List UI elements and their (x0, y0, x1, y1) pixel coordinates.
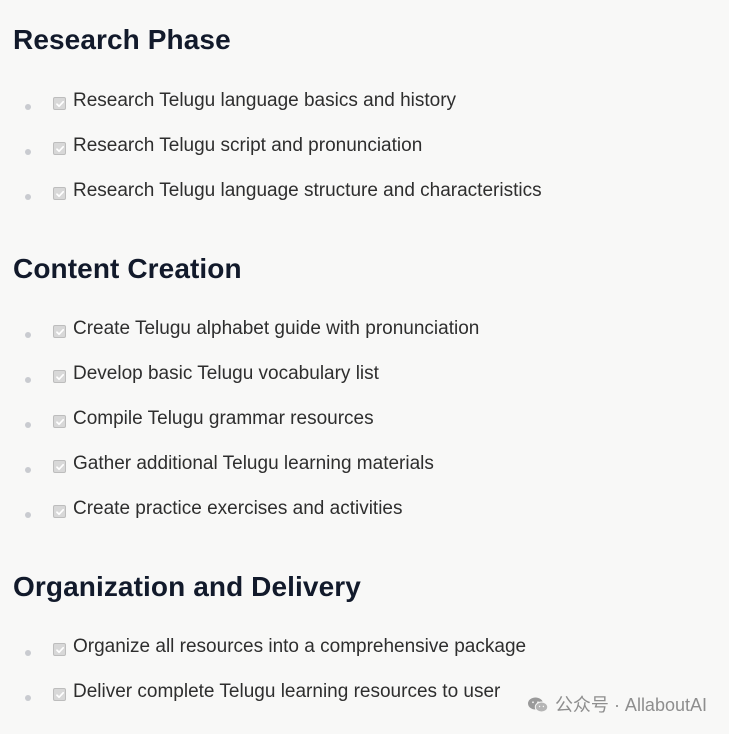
task-label: Develop basic Telugu vocabulary list (73, 363, 379, 384)
task-label: Gather additional Telugu learning materi… (73, 453, 434, 474)
bullet-icon (25, 104, 31, 110)
bullet-icon (25, 422, 31, 428)
task-label: Compile Telugu grammar resources (73, 408, 374, 429)
checkbox[interactable] (53, 370, 66, 383)
section-content-creation: Content Creation Create Telugu alphabet … (13, 251, 713, 540)
section-organization-and-delivery: Organization and Delivery Organize all r… (13, 569, 713, 723)
section-title: Research Phase (13, 24, 231, 55)
task-item: Research Telugu language structure and c… (13, 177, 713, 222)
checkbox[interactable] (53, 460, 66, 473)
bullet-icon (25, 467, 31, 473)
checkmark-icon (55, 691, 64, 698)
task-item: Gather additional Telugu learning materi… (13, 450, 713, 495)
task-list: Organize all resources into a comprehens… (13, 633, 713, 723)
checkmark-icon (55, 190, 64, 197)
task-list: Research Telugu language basics and hist… (13, 87, 713, 222)
task-item: Research Telugu script and pronunciation (13, 132, 713, 177)
checkbox[interactable] (53, 142, 66, 155)
checkmark-icon (55, 463, 64, 470)
watermark: 公众号 · AllaboutAI (527, 694, 707, 716)
task-item: Organize all resources into a comprehens… (13, 633, 713, 678)
bullet-icon (25, 695, 31, 701)
checkmark-icon (55, 418, 64, 425)
checkmark-icon (55, 373, 64, 380)
checkbox[interactable] (53, 415, 66, 428)
bullet-icon (25, 149, 31, 155)
watermark-text: 公众号 · AllaboutAI (554, 695, 707, 715)
checkbox[interactable] (53, 325, 66, 338)
checkbox[interactable] (53, 187, 66, 200)
checkbox[interactable] (53, 505, 66, 518)
checkmark-icon (55, 328, 64, 335)
task-item: Create Telugu alphabet guide with pronun… (13, 315, 713, 360)
bullet-icon (25, 650, 31, 656)
task-item: Research Telugu language basics and hist… (13, 87, 713, 132)
task-list: Create Telugu alphabet guide with pronun… (13, 315, 713, 540)
task-plan: Research Phase Research Telugu language … (13, 22, 713, 723)
task-label: Create practice exercises and activities (73, 498, 403, 519)
section-title: Content Creation (13, 253, 242, 284)
checkmark-icon (55, 508, 64, 515)
section-title: Organization and Delivery (13, 571, 361, 602)
checkmark-icon (55, 100, 64, 107)
task-item: Create practice exercises and activities (13, 495, 713, 540)
checkbox[interactable] (53, 688, 66, 701)
task-label: Research Telugu script and pronunciation (73, 135, 423, 156)
checkmark-icon (55, 646, 64, 653)
task-label: Research Telugu language basics and hist… (73, 90, 457, 111)
checkbox[interactable] (53, 97, 66, 110)
task-label: Research Telugu language structure and c… (73, 180, 542, 201)
task-label: Create Telugu alphabet guide with pronun… (73, 318, 480, 339)
bullet-icon (25, 194, 31, 200)
task-label: Deliver complete Telugu learning resourc… (73, 681, 501, 702)
bullet-icon (25, 377, 31, 383)
task-item: Develop basic Telugu vocabulary list (13, 360, 713, 405)
task-item: Compile Telugu grammar resources (13, 405, 713, 450)
task-item: Deliver complete Telugu learning resourc… (13, 678, 713, 723)
task-label: Organize all resources into a comprehens… (73, 636, 527, 657)
wechat-icon (527, 697, 549, 713)
checkbox[interactable] (53, 643, 66, 656)
bullet-icon (25, 332, 31, 338)
checkmark-icon (55, 145, 64, 152)
section-research-phase: Research Phase Research Telugu language … (13, 22, 713, 222)
bullet-icon (25, 512, 31, 518)
